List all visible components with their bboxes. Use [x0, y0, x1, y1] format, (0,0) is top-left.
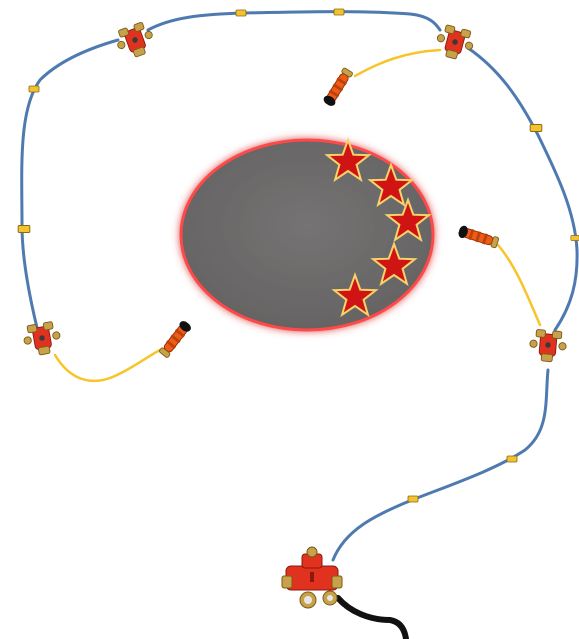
fire-nozzle-icon [456, 224, 500, 250]
branch-hose-left [53, 348, 162, 383]
main-hose-left [20, 38, 120, 342]
fire-markers [324, 137, 432, 318]
hose-coupling-icon [333, 8, 345, 16]
hose-coupling-icon [28, 85, 40, 93]
fire-zone-ellipse [179, 138, 435, 332]
main-hose-top [146, 10, 442, 32]
star-icon [331, 272, 379, 318]
hose-coupling-icon [407, 495, 419, 503]
supply-line [335, 595, 409, 639]
fire-nozzle-icon [321, 66, 355, 109]
fire-nozzle-icon [157, 318, 194, 360]
hose-splitter-icon [112, 19, 159, 63]
star-icon [367, 162, 415, 208]
hose-splitter-icon [528, 328, 568, 364]
main-hose-lower [331, 368, 550, 562]
star-icon [384, 197, 432, 243]
branch-hose-right [496, 243, 542, 327]
hose-splitter-icon [21, 320, 64, 358]
pump-manifold-icon [281, 546, 343, 609]
star-icon [324, 137, 372, 183]
hose-coupling-icon [235, 9, 247, 17]
hose-coupling-icon [570, 234, 579, 242]
star-icon [370, 241, 418, 287]
hose-coupling-icon [529, 123, 543, 133]
hose-coupling-icon [17, 225, 31, 233]
main-hose-right [466, 46, 579, 332]
branch-hose-top-right [353, 48, 442, 78]
hose-coupling-icon [506, 455, 518, 463]
